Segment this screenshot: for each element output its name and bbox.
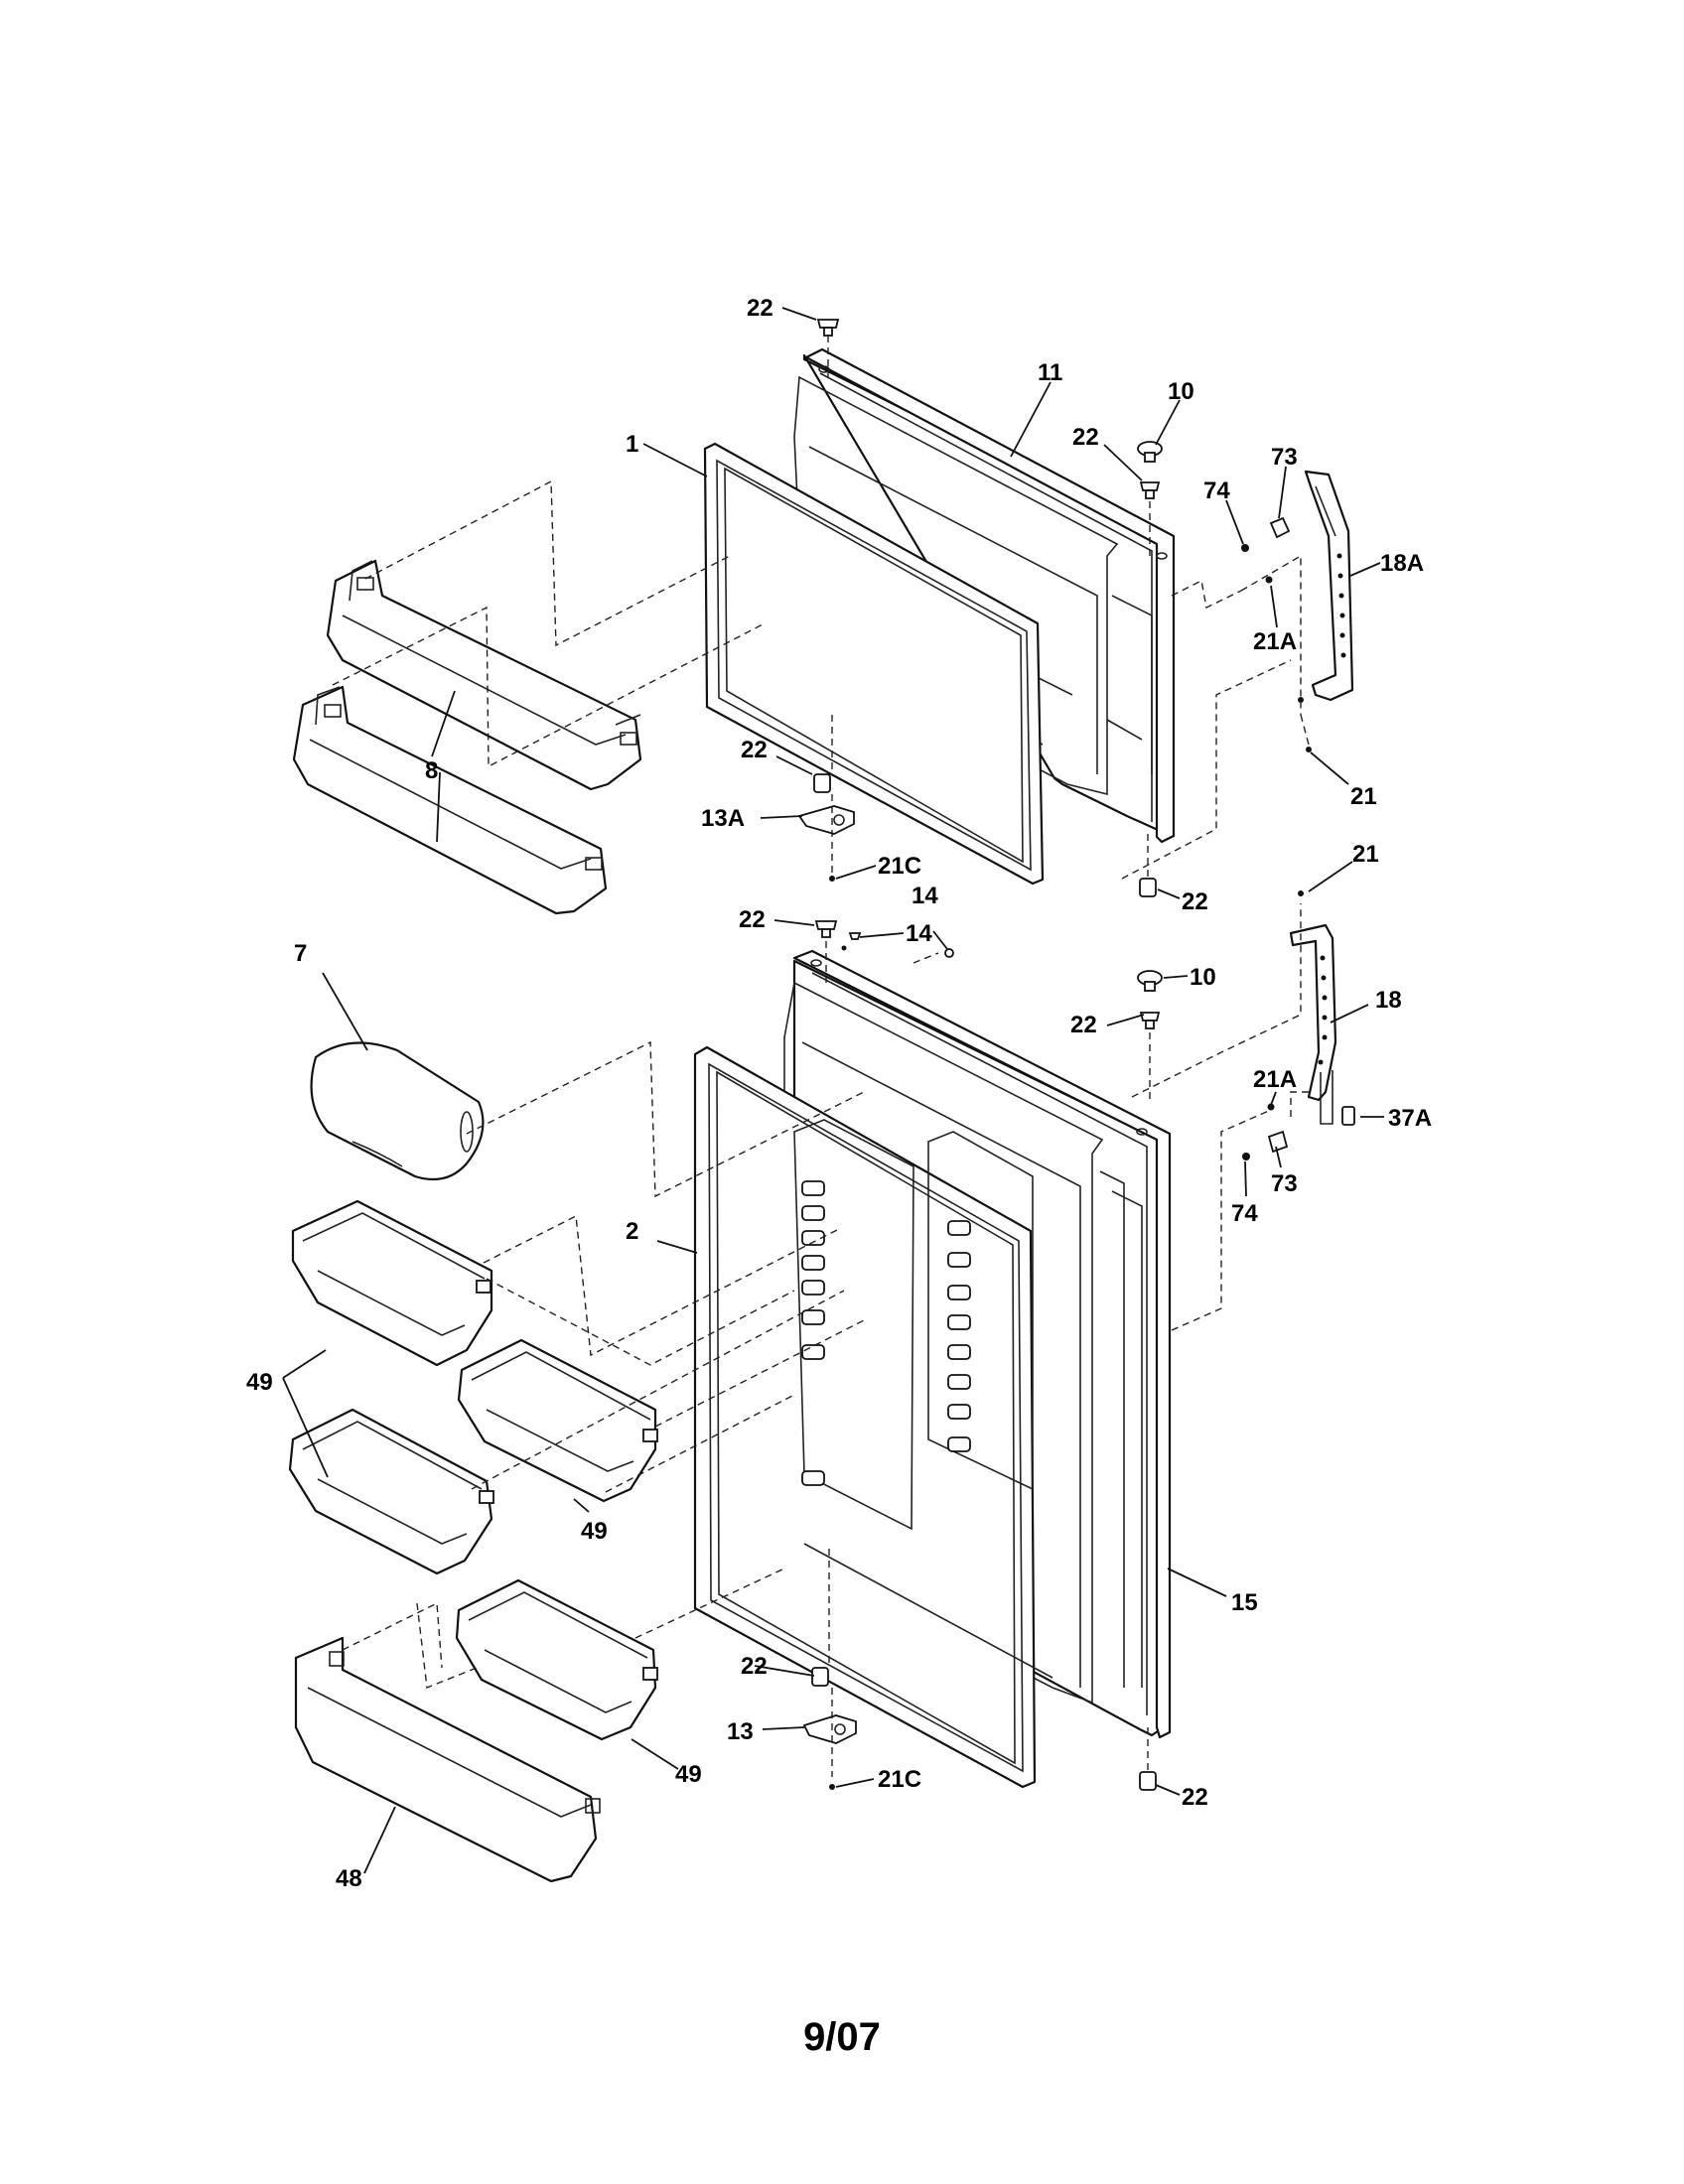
freezer-hardware [797,319,1312,897]
fresh-food-inner-liner [793,1119,1053,1679]
door-bin-49-right [457,1338,658,1503]
freezer-hinge-18A [1304,470,1354,702]
callout-18A: 18A [1380,550,1424,577]
callout-22-upper-right: 22 [1072,424,1099,451]
callout-22-lower-right: 22 [1070,1012,1097,1038]
callout-18: 18 [1375,987,1402,1014]
callout-11: 11 [1038,359,1062,386]
door-bin-49-upper [291,1199,493,1367]
callout-21-upper: 21 [1350,783,1377,810]
callout-15: 15 [1231,1589,1258,1616]
callout-13A: 13A [701,805,745,832]
callout-74-upper: 74 [1203,478,1230,504]
callout-14-top: 14 [912,883,938,909]
callout-7: 7 [294,940,307,967]
callout-37A: 37A [1388,1105,1432,1132]
callout-labels: 22 11 10 22 73 74 18A 1 21A 8 22 13A 21 … [246,295,1432,1892]
callout-2: 2 [626,1218,638,1245]
door-bin-49-lower [455,1578,658,1741]
callout-21-lower: 21 [1352,841,1379,868]
callout-22-upper-bushing: 22 [741,737,768,763]
callout-48: 48 [336,1865,362,1892]
callout-22-lower-bushing: 22 [741,1653,768,1680]
callout-14-right: 14 [906,920,932,947]
callout-21A-upper: 21A [1253,628,1297,655]
fresh-food-hinge-18 [1289,923,1337,1125]
callout-22-lower-top: 22 [739,906,766,933]
callout-10-lower: 10 [1190,964,1216,991]
date-code: 9/07 [803,2015,881,2059]
callout-21C-upper: 21C [878,853,921,880]
freezer-door-gasket-1 [703,442,1045,886]
callout-49-lower: 49 [675,1761,702,1788]
fresh-food-assembly-lines [342,903,1311,1777]
callout-1: 1 [626,431,638,458]
callout-21A-lower: 21A [1253,1066,1297,1093]
door-bin-49-middle [288,1408,494,1575]
callout-49-middle: 49 [581,1518,608,1545]
freezer-door-shelves-8 [292,559,642,915]
water-filter-7 [310,1041,485,1181]
callout-73-upper: 73 [1271,444,1298,471]
callout-21C-lower: 21C [878,1766,921,1793]
leader-lines [282,307,1384,1874]
fresh-food-hardware [802,890,1355,1791]
callout-22-upper-bottom: 22 [1182,888,1208,915]
door-shelf-48 [294,1636,601,1883]
callout-10-upper: 10 [1168,378,1194,405]
callout-74-lower: 74 [1231,1200,1258,1227]
callout-13: 13 [727,1718,754,1745]
callout-49-left: 49 [246,1369,273,1396]
callout-8: 8 [425,757,438,784]
freezer-assembly-lines [332,336,1310,880]
callout-73-lower: 73 [1271,1170,1298,1197]
callout-22-lower-bottom: 22 [1182,1784,1208,1811]
callout-22-top: 22 [747,295,773,322]
